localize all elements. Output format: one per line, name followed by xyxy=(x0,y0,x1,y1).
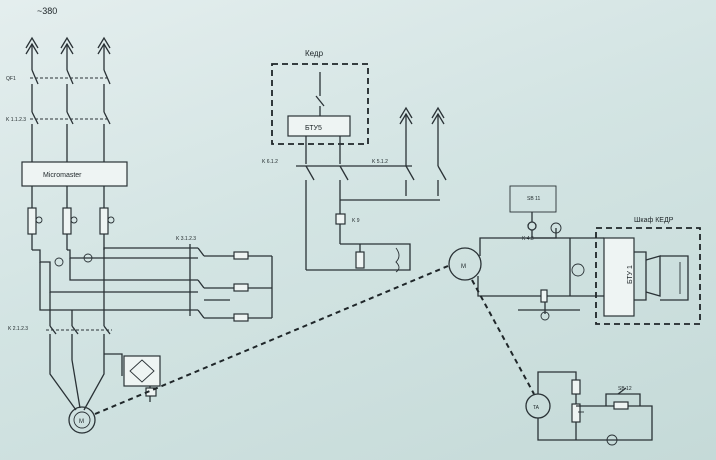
resistor-bank xyxy=(204,251,273,322)
k6-k5-contacts: K 6.1.2 K 5.1.2 xyxy=(262,106,447,270)
motor-middle-label: M xyxy=(461,264,466,270)
motor-right-label: TA xyxy=(533,405,540,411)
kedr-cabinet: Шкаф КЕДР БТУ 1 xyxy=(595,217,701,325)
k1-contactor: K 1.1.2.3 xyxy=(6,111,111,162)
k1-label: K 1.1.2.3 xyxy=(6,117,26,123)
sb11-label: SB 11 xyxy=(527,196,540,202)
kedr-title: Кедр xyxy=(305,49,324,58)
motor-middle: M xyxy=(448,247,482,281)
qf1-label: QF1 xyxy=(6,76,16,82)
motor-left: M xyxy=(68,406,96,434)
k6-label: K 6.1.2 xyxy=(262,159,278,165)
motor-left-label: M xyxy=(79,419,84,425)
k2-contactor: K 2.1.2.3 xyxy=(8,250,112,411)
k3-label: K 3.1.2.3 xyxy=(176,236,196,242)
bridge-wiring xyxy=(477,237,600,321)
btu5-label: БТУ5 xyxy=(305,125,322,132)
supply-label: ~380 xyxy=(37,6,57,16)
k2-label: K 2.1.2.3 xyxy=(8,326,28,332)
btu1-label: БТУ 1 xyxy=(627,265,634,284)
mechanical-link-right xyxy=(471,279,535,395)
fuse-bank xyxy=(27,186,115,250)
supply-terminals xyxy=(25,36,111,70)
kedr-frame: Кедр БТУ5 xyxy=(271,49,369,164)
rectifier-block xyxy=(104,353,161,402)
micromaster-block: Micromaster xyxy=(21,161,128,187)
sb11-control: SB 11 K 4.3 xyxy=(509,185,562,242)
qf1-breaker: QF1 xyxy=(6,69,111,112)
k5-label: K 5.1.2 xyxy=(372,159,388,165)
k43-label: K 4.3 xyxy=(522,236,534,242)
resistor-bus: K 3.1.2.3 xyxy=(32,236,205,319)
k9-and-load: K 9 xyxy=(306,213,411,273)
k9-label: K 9 xyxy=(352,218,360,224)
mechanical-link-left xyxy=(94,265,449,415)
tacho-circuit: TA SB 12 xyxy=(525,371,653,446)
micromaster-label: Micromaster xyxy=(43,172,82,179)
cabinet-label: Шкаф КЕДР xyxy=(634,217,674,224)
